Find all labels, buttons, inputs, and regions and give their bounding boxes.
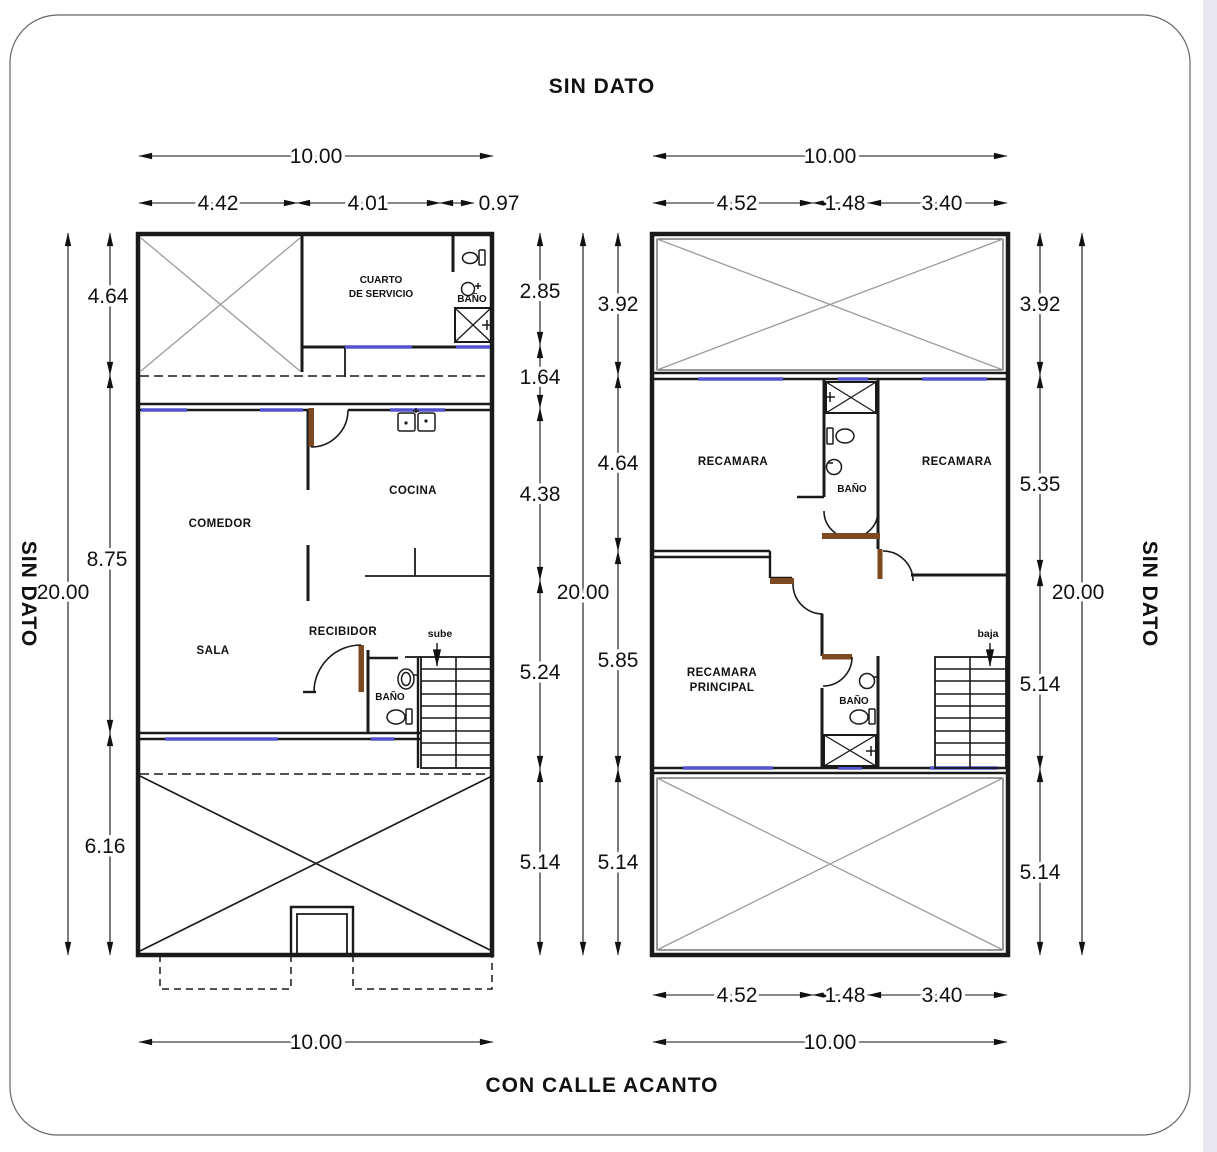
- bath-toilet-icon: [386, 708, 413, 725]
- dim-uf-right-seg-4: 5.14: [1020, 861, 1061, 884]
- dim-gf-top-seg-1: 4.42: [198, 192, 239, 215]
- ground-floor-plan: CUARTO DE SERVICIO BAÑO COCINA COMEDOR S…: [135, 231, 495, 990]
- dim-gf-top-seg-3: 0.97: [479, 192, 520, 215]
- room-label-cocina: COCINA: [389, 485, 437, 497]
- dim-uf-right-seg-2: 5.35: [1020, 473, 1061, 496]
- dim-gf-right-seg-2: 1.64: [520, 366, 561, 389]
- recibidor-door: [313, 644, 364, 693]
- room-label-recamara-principal: RECAMARA: [687, 667, 757, 679]
- titles: SIN DATO SIN DATO SIN DATO CON CALLE ACA…: [17, 75, 1161, 1097]
- dim-uf-left-seg-3: 5.85: [598, 649, 639, 672]
- bath-sink-icon: [397, 668, 418, 690]
- upper-floor-plan: RECAMARA BAÑO RECAMARA RECAMARA PRINCIPA…: [649, 231, 1011, 958]
- dim-gf-left-seg-2: 8.75: [87, 548, 128, 571]
- bottom-terrace-cross: [656, 777, 1004, 951]
- dim-uf-right-seg-1: 3.92: [1020, 293, 1061, 316]
- dim-gf-left-seg-1: 4.64: [88, 285, 129, 308]
- title-street: CON CALLE ACANTO: [486, 1074, 719, 1097]
- bath-double-door: [822, 510, 880, 539]
- dim-gf-left-total: 20.00: [37, 581, 90, 604]
- principal-sink-icon: [858, 672, 878, 690]
- dim-uf-left-seg-2: 4.64: [598, 452, 639, 475]
- dim-uf-top-seg-1: 4.52: [717, 192, 758, 215]
- upper-floor-dimensions: 10.00 4.52 1.48 3.40 3.92 4.64 5.85 5.14…: [594, 142, 1108, 1058]
- room-label-comedor: COMEDOR: [189, 518, 252, 530]
- kitchen-sink-icon: [397, 408, 436, 432]
- dim-gf-right-seg-1: 2.85: [520, 280, 561, 303]
- upper-sink-icon: [825, 458, 843, 476]
- sheet-frame: [9, 0, 1217, 1152]
- room-label-recibidor: RECIBIDOR: [309, 626, 377, 638]
- room-label-bano: BAÑO: [375, 690, 405, 703]
- ground-floor-dimensions: 10.00 4.42 4.01 0.97 20.00 4.64 8.75 6.1…: [33, 142, 613, 1058]
- room-label-bano-2: BAÑO: [839, 694, 869, 707]
- upper-floor-walls: [649, 231, 1011, 958]
- room-label-sala: SALA: [197, 645, 230, 657]
- room-label-bano-1: BAÑO: [837, 482, 867, 495]
- stairs-label-sube: sube: [428, 628, 453, 640]
- room-label-recamara-1: RECAMARA: [698, 456, 768, 468]
- principal-shower-icon: [823, 734, 877, 767]
- dim-uf-bottom-seg-2: 1.48: [825, 984, 866, 1007]
- service-shower-icon: [454, 307, 493, 343]
- dim-uf-bottom-seg-1: 4.52: [717, 984, 758, 1007]
- dim-uf-top-seg-2: 1.48: [825, 192, 866, 215]
- stairs-label-baja: baja: [977, 628, 998, 640]
- dim-gf-right-seg-3: 4.38: [520, 483, 561, 506]
- ground-floor-labels: CUARTO DE SERVICIO BAÑO COCINA COMEDOR S…: [189, 275, 487, 703]
- room-label-cuarto-servicio: CUARTO: [360, 275, 403, 286]
- ground-floor-windows: [141, 345, 490, 741]
- dim-uf-bottom-total: 10.00: [804, 1031, 857, 1054]
- sheet-border: [9, 14, 1191, 1136]
- dim-gf-left-seg-3: 6.16: [85, 835, 126, 858]
- stairs-ground: [405, 656, 493, 769]
- dim-uf-left-seg-4: 5.14: [598, 851, 639, 874]
- dim-gf-right-seg-4: 5.24: [520, 661, 561, 684]
- title-right: SIN DATO: [1138, 541, 1161, 647]
- front-door: [308, 408, 349, 448]
- title-left: SIN DATO: [17, 541, 40, 647]
- dim-uf-right-seg-3: 5.14: [1020, 673, 1061, 696]
- garage-area: [139, 773, 493, 990]
- upper-shower-icon: [825, 381, 877, 414]
- principal-toilet-icon: [849, 708, 876, 725]
- room-label-bano-servicio: BAÑO: [457, 292, 487, 305]
- bano-principal-door: [822, 654, 853, 687]
- dim-gf-top-seg-2: 4.01: [348, 192, 389, 215]
- room-label-cuarto-servicio-2: DE SERVICIO: [349, 289, 413, 300]
- dim-uf-top-total: 10.00: [804, 145, 857, 168]
- dim-gf-bottom-total: 10.00: [290, 1031, 343, 1054]
- upper-toilet-icon: [826, 427, 855, 445]
- service-sink-icon: [460, 281, 481, 297]
- dim-gf-top-total: 10.00: [290, 145, 343, 168]
- title-top: SIN DATO: [549, 75, 655, 98]
- dim-mid-total: 20.00: [557, 581, 610, 604]
- dim-uf-top-seg-3: 3.40: [922, 192, 963, 215]
- top-terrace-cross: [656, 238, 1004, 371]
- dim-uf-left-seg-1: 3.92: [598, 293, 639, 316]
- recamara-principal-door: [770, 578, 824, 615]
- page-edge-strip: [1203, 0, 1217, 1152]
- upper-floor-labels: RECAMARA BAÑO RECAMARA RECAMARA PRINCIPA…: [687, 456, 999, 707]
- stairs-upper: [934, 656, 1007, 769]
- recamara2-door: [877, 549, 914, 582]
- dim-uf-bottom-seg-3: 3.40: [922, 984, 963, 1007]
- dim-uf-right-total: 20.00: [1052, 581, 1105, 604]
- service-toilet-icon: [461, 249, 486, 266]
- room-label-recamara-principal-2: PRINCIPAL: [690, 682, 755, 694]
- ground-floor-walls: [135, 231, 495, 958]
- patio-cross: [140, 237, 301, 372]
- dim-gf-right-seg-5: 5.14: [520, 851, 561, 874]
- room-label-recamara-2: RECAMARA: [922, 456, 992, 468]
